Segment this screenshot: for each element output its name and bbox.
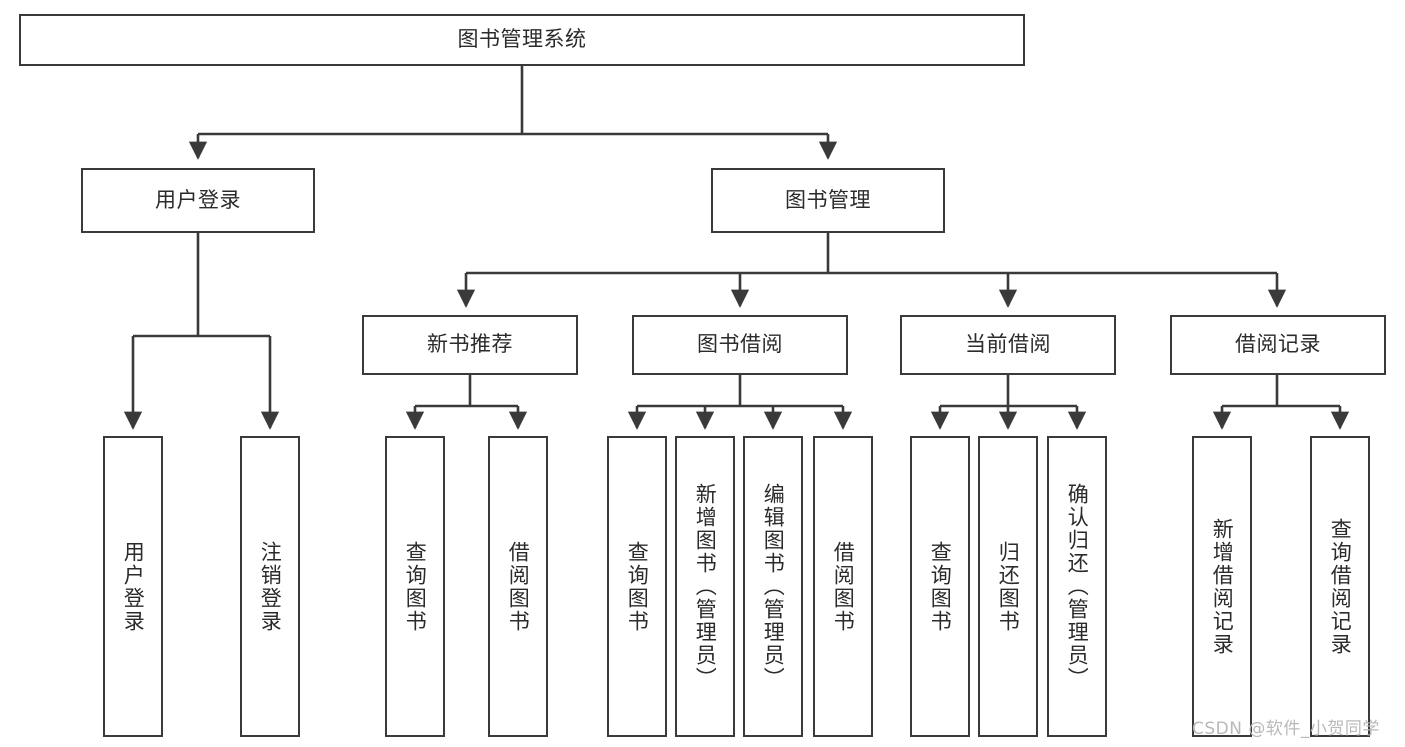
leaf-query-borrow-record[interactable]: 查询借阅记录	[1310, 436, 1370, 737]
node-label: 查询图书	[403, 540, 428, 633]
leaf-user-login[interactable]: 用户登录	[103, 436, 163, 737]
leaf-query-book-recommend[interactable]: 查询图书	[385, 436, 445, 737]
node-label: 查询借阅记录	[1328, 517, 1353, 656]
leaf-logout[interactable]: 注销登录	[240, 436, 300, 737]
node-label: 查询图书	[928, 540, 953, 633]
node-label: 图书管理系统	[457, 27, 587, 52]
node-label: 图书借阅	[697, 332, 783, 357]
node-label: 新增图书（管理员）	[693, 483, 718, 690]
leaf-borrow-book[interactable]: 借阅图书	[813, 436, 873, 737]
node-label: 归还图书	[996, 540, 1021, 633]
leaf-return-book[interactable]: 归还图书	[978, 436, 1038, 737]
node-label: 注销登录	[258, 540, 283, 633]
csdn-watermark: CSDN @软件_小贺同学	[1192, 719, 1380, 739]
node-label: 新增借阅记录	[1210, 517, 1235, 656]
node-label: 借阅记录	[1235, 332, 1321, 357]
node-label: 用户登录	[121, 540, 146, 633]
leaf-add-book-admin[interactable]: 新增图书（管理员）	[675, 436, 735, 737]
node-label: 确认归还（管理员）	[1065, 483, 1090, 690]
node-book-management[interactable]: 图书管理	[711, 168, 945, 233]
node-label: 查询图书	[625, 540, 650, 633]
node-label: 新书推荐	[427, 332, 513, 357]
node-current-borrow[interactable]: 当前借阅	[900, 315, 1116, 375]
node-new-book-recommend[interactable]: 新书推荐	[362, 315, 578, 375]
leaf-edit-book-admin[interactable]: 编辑图书（管理员）	[743, 436, 803, 737]
leaf-query-book-current[interactable]: 查询图书	[910, 436, 970, 737]
node-label: 借阅图书	[506, 540, 531, 633]
node-label: 用户登录	[155, 187, 241, 212]
node-book-borrow[interactable]: 图书借阅	[632, 315, 848, 375]
node-label: 当前借阅	[965, 332, 1051, 357]
leaf-query-book-borrow[interactable]: 查询图书	[607, 436, 667, 737]
leaf-confirm-return-admin[interactable]: 确认归还（管理员）	[1047, 436, 1107, 737]
node-label: 图书管理	[785, 187, 871, 212]
leaf-add-borrow-record[interactable]: 新增借阅记录	[1192, 436, 1252, 737]
node-borrow-record[interactable]: 借阅记录	[1170, 315, 1386, 375]
leaf-borrow-book-recommend[interactable]: 借阅图书	[488, 436, 548, 737]
node-user-login[interactable]: 用户登录	[81, 168, 315, 233]
node-label: 借阅图书	[831, 540, 856, 633]
node-label: 编辑图书（管理员）	[761, 483, 786, 690]
node-root-book-management-system[interactable]: 图书管理系统	[19, 14, 1025, 66]
